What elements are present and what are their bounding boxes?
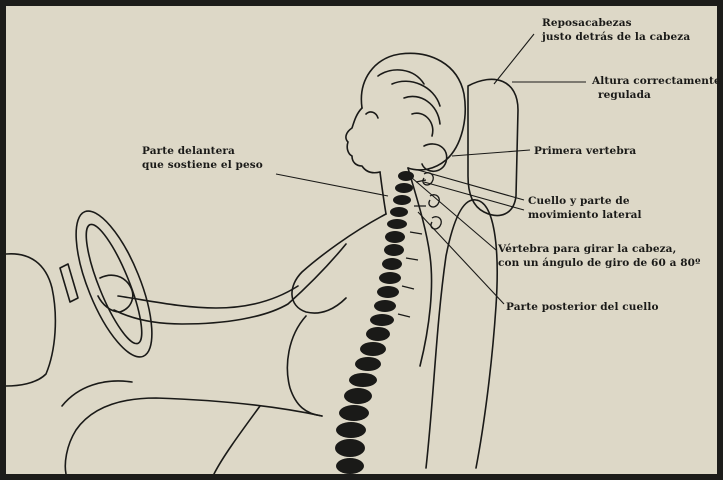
illustration-panel: Reposacabezas justo detrás de la cabeza … bbox=[6, 6, 717, 474]
face-profile bbox=[346, 108, 380, 173]
hair-curl-2 bbox=[392, 81, 440, 106]
label-first-vertebra: Primera vertebra bbox=[534, 144, 636, 158]
label-neck-lateral: Cuello y parte de movimiento lateral bbox=[528, 194, 642, 222]
label-front-part: Parte delantera que sostiene el peso bbox=[142, 144, 263, 172]
steering-wheel-inner bbox=[76, 219, 152, 349]
label-front-line2: que sostiene el peso bbox=[142, 158, 263, 172]
eye bbox=[366, 112, 378, 118]
back-line bbox=[408, 168, 432, 366]
label-rotation-line2: con un ángulo de giro de 60 a 80º bbox=[498, 256, 700, 270]
dashboard bbox=[6, 254, 55, 386]
hair-curl-3 bbox=[404, 96, 440, 124]
neck-front bbox=[380, 172, 386, 214]
label-rotation-vertebra: Vértebra para girar la cabeza, con un án… bbox=[498, 242, 700, 270]
label-headrest: Reposacabezas justo detrás de la cabeza bbox=[542, 16, 690, 44]
thigh bbox=[65, 398, 322, 474]
headrest bbox=[468, 79, 518, 215]
hair-curl-4 bbox=[412, 113, 433, 136]
hand bbox=[98, 275, 133, 312]
label-front-line1: Parte delantera bbox=[142, 144, 263, 158]
label-neck-lateral-line2: movimiento lateral bbox=[528, 208, 642, 222]
label-height-line1: Altura correctamente bbox=[592, 74, 721, 88]
label-headrest-line2: justo detrás de la cabeza bbox=[542, 30, 690, 44]
label-headrest-line1: Reposacabezas bbox=[542, 16, 690, 30]
label-rotation-line1: Vértebra para girar la cabeza, bbox=[498, 242, 700, 256]
steering-wheel-outer bbox=[61, 202, 168, 366]
label-neck-lateral-line1: Cuello y parte de bbox=[528, 194, 642, 208]
head-outline bbox=[361, 53, 465, 170]
steering-column bbox=[60, 264, 78, 302]
label-height: Altura correctamente regulada bbox=[592, 74, 721, 102]
seat-backrest bbox=[426, 200, 497, 468]
spine-column bbox=[335, 171, 414, 474]
lower-arm bbox=[118, 286, 298, 308]
label-back-neck: Parte posterior del cuello bbox=[506, 300, 659, 314]
chest bbox=[292, 214, 386, 313]
label-height-line2: regulada bbox=[592, 88, 721, 102]
leg-lower bbox=[214, 406, 260, 474]
belly bbox=[287, 316, 322, 416]
